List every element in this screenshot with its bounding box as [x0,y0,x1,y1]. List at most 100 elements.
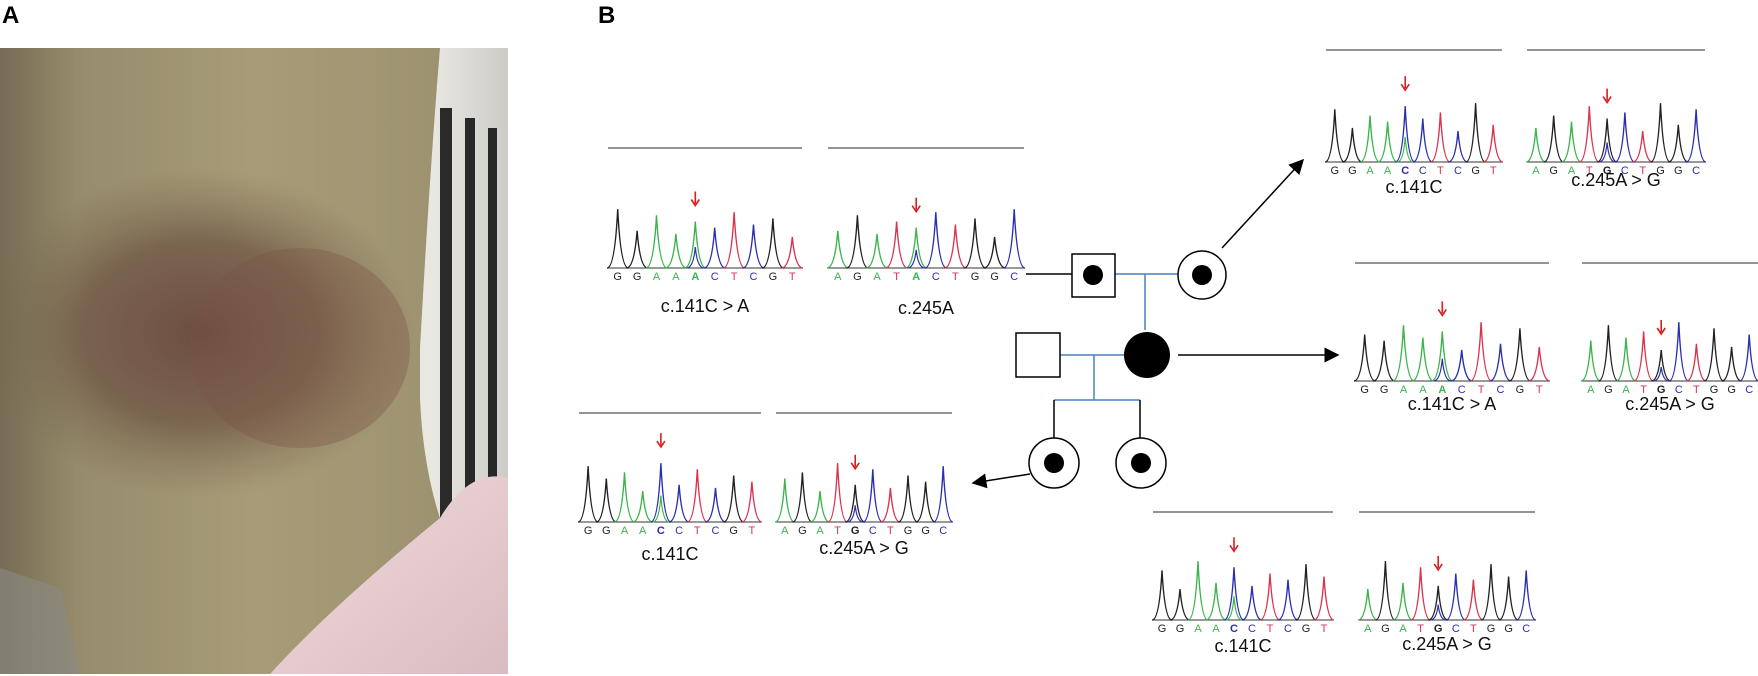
trace-peak [1393,582,1413,621]
sequence-base: T [1437,165,1444,177]
sequence-base: G [798,525,807,537]
sequence-base: A [1366,165,1374,177]
sequence-base: G [1380,384,1389,396]
sequence-base: C [1692,165,1700,177]
sequence-base: A [653,271,661,283]
sequence-base: G [1674,165,1683,177]
sequence-base: C [675,525,683,537]
trace-peak [742,224,765,269]
sequence-base: T [887,525,894,537]
trace-peak [1616,337,1636,382]
panel-a-label: A [2,2,20,29]
variant-caption: c.141C > A [661,296,750,316]
trace-peak [687,469,708,523]
trace-peak [827,463,848,523]
sequence-base: G [1348,165,1357,177]
trace-peak [866,233,888,269]
trace-peak [1543,115,1564,163]
sequence-base: T [1586,165,1593,177]
mutation-arrowhead [1229,544,1239,553]
trace-peak [1704,328,1724,382]
variant-caption: c.141C [1385,177,1442,197]
sequence-base: C [939,525,947,537]
trace-secondary-peak [1598,142,1616,163]
arrow-mother-to-sequence [1221,158,1305,249]
trace-secondary-peak [1225,596,1243,621]
sequence-base: G [1657,384,1666,396]
mutation-arrowhead [690,199,700,207]
pedigree [971,158,1340,489]
sequence-base: T [731,271,738,283]
trace-peak [1412,337,1434,382]
trace-peak [898,475,918,523]
sequence-base: G [1302,623,1311,635]
skin-lesion-photo [0,48,508,674]
sequence-base: G [1176,623,1185,635]
mutation-arrowhead [850,462,860,471]
sequence-base: A [1587,384,1595,396]
trace-peak [1357,588,1378,621]
sequence-base: G [1710,384,1719,396]
sequence-base: C [1522,623,1530,635]
sequence-base: G [1331,165,1340,177]
trace-peak [705,487,726,523]
sequence-base: G [990,271,999,283]
trace-peak [606,209,629,269]
sequence-base: T [834,525,841,537]
sequence-base: G [633,271,642,283]
sequence-base: T [1267,623,1274,635]
variant-caption: c.141C [1214,636,1271,656]
trace-peak [1431,331,1454,382]
trace-peak [703,227,726,269]
trace-peak [1632,130,1653,163]
trace-peak [1187,561,1209,621]
sequence-base: T [694,525,701,537]
trace-peak [632,490,653,523]
trace-peak [1686,109,1707,163]
sequence-base: G [1516,384,1525,396]
sequence-base: G [1487,623,1496,635]
mutation-arrowhead [911,205,921,214]
sequence-base: T [1639,165,1646,177]
proband-affected-circle [1124,332,1170,378]
trace-peak [1498,576,1519,621]
sequence-base: C [1419,165,1427,177]
trace-peak [1489,343,1512,382]
sequence-base: A [1438,384,1446,396]
sequence-base: A [1622,384,1630,396]
sequence-base: A [834,271,842,283]
sequence-base: G [1656,165,1665,177]
mutation-arrowhead [1400,83,1410,92]
trace-peak [781,236,804,269]
sequence-base: G [1504,623,1513,635]
trace-peak [774,478,795,523]
sequence-base: G [1434,623,1443,635]
trace-peak [1508,328,1531,382]
daughter2-carrier-dot [1131,453,1151,473]
sequence-base: G [1604,384,1613,396]
sequence-base: A [912,271,920,283]
sequence-base: A [1419,384,1427,396]
husband-square [1015,332,1061,378]
trace-peak [885,221,908,269]
trace-peak [596,478,617,523]
sequence-base: A [1364,623,1372,635]
trace-peak [723,212,746,269]
sequence-base: A [781,525,789,537]
sequence-base: G [602,525,611,537]
sequence-base: G [1158,623,1167,635]
sequence-base: G [1360,384,1369,396]
trace-peak [1241,585,1263,621]
mutation-arrowhead [1656,327,1666,336]
sequence-base: A [1400,384,1408,396]
arrow-daughter-to-sequence [971,473,1031,489]
trace-peak [1169,588,1191,621]
trace-peak [1313,576,1335,621]
trace-peak [1295,564,1317,621]
sequence-base: C [1401,165,1409,177]
